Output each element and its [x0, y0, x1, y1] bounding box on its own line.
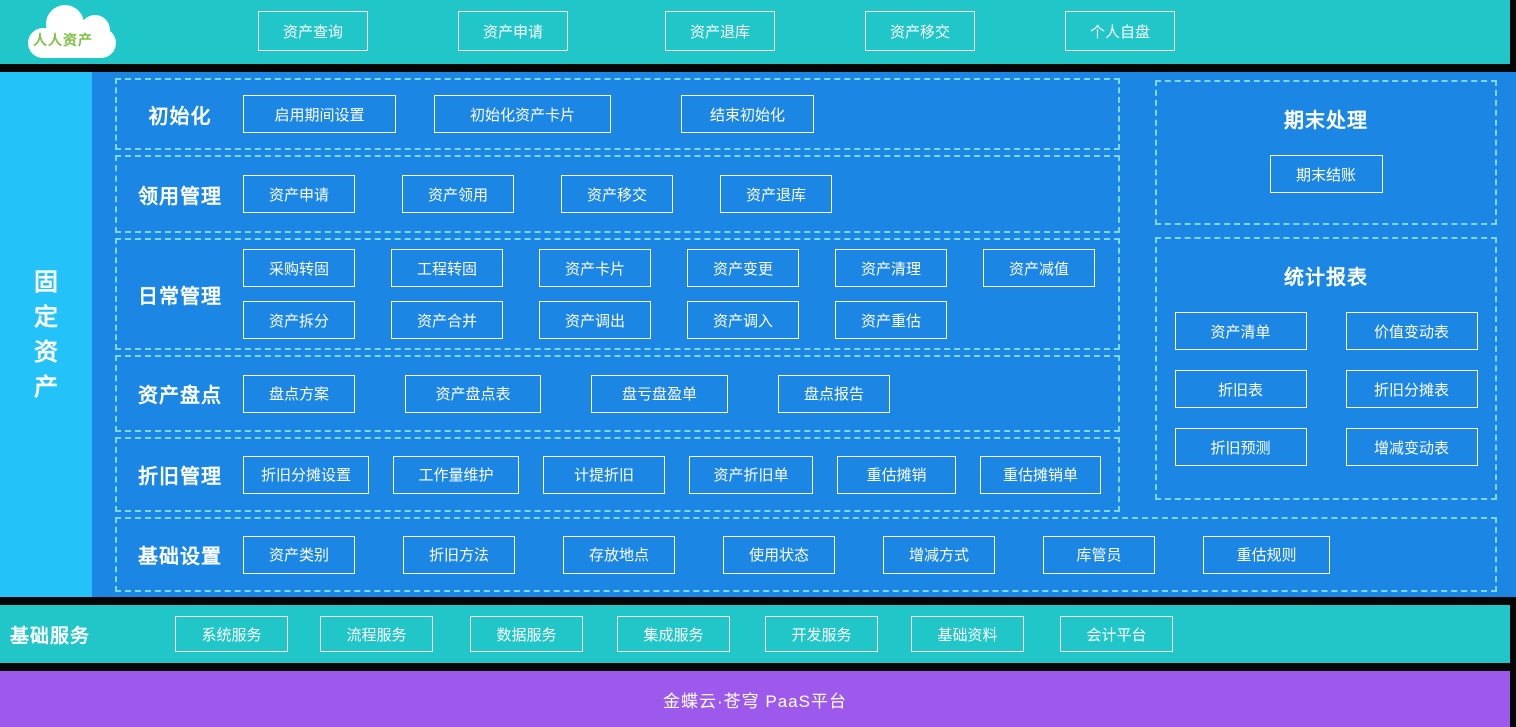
section-label: 资产盘点: [138, 385, 222, 407]
button-integration-service[interactable]: 集成服务: [617, 616, 730, 652]
section-requisition-management: 领用管理 资产申请 资产领用 资产移交 资产退库: [115, 155, 1120, 233]
button-basic-data[interactable]: 基础资料: [911, 616, 1024, 652]
button-asset-transfer[interactable]: 资产移交: [561, 175, 673, 213]
button-asset-transfer-in[interactable]: 资产调入: [687, 301, 799, 339]
button-depreciation-report[interactable]: 折旧表: [1174, 370, 1307, 408]
basic-services-bar: 基础服务 系统服务 流程服务 数据服务 集成服务 开发服务 基础资料 会计平台: [0, 605, 1510, 663]
section-basic-settings: 基础设置 资产类别 折旧方法 存放地点 使用状态 增减方式 库管员 重估规则: [115, 517, 1497, 592]
button-revaluation-amortize[interactable]: 重估摊销: [837, 455, 956, 494]
button-storage-location[interactable]: 存放地点: [563, 535, 675, 574]
button-depr-method[interactable]: 折旧方法: [403, 535, 515, 574]
button-period-end-closing[interactable]: 期末结账: [1269, 155, 1383, 193]
button-asset-merge[interactable]: 资产合并: [391, 301, 503, 339]
button-asset-receive[interactable]: 资产领用: [402, 175, 514, 213]
button-workload-maintenance[interactable]: 工作量维护: [393, 455, 519, 494]
top-button-asset-transfer[interactable]: 资产移交: [865, 11, 975, 51]
button-development-service[interactable]: 开发服务: [765, 616, 878, 652]
top-button-asset-apply[interactable]: 资产申请: [458, 11, 568, 51]
button-asset-transfer-out[interactable]: 资产调出: [539, 301, 651, 339]
button-asset-card[interactable]: 资产卡片: [539, 249, 651, 287]
button-inc-dec-method[interactable]: 增减方式: [883, 535, 995, 574]
button-asset-split[interactable]: 资产拆分: [243, 301, 355, 339]
button-enable-period-setup[interactable]: 启用期间设置: [243, 95, 396, 133]
panel-statistical-reports: 统计报表 资产清单 价值变动表 折旧表 折旧分摊表 折旧预测 增减变动表: [1155, 237, 1497, 500]
button-asset-cleanup[interactable]: 资产清理: [835, 249, 947, 287]
button-asset-apply[interactable]: 资产申请: [243, 175, 355, 213]
button-data-service[interactable]: 数据服务: [470, 616, 583, 652]
top-button-asset-return[interactable]: 资产退库: [665, 11, 775, 51]
button-system-service[interactable]: 系统服务: [175, 616, 288, 652]
platform-title: 金蝶云·苍穹 PaaS平台: [663, 691, 847, 711]
button-asset-depreciation-bill[interactable]: 资产折旧单: [689, 455, 813, 494]
button-depr-forecast[interactable]: 折旧预测: [1174, 428, 1307, 466]
button-accrue-depreciation[interactable]: 计提折旧: [543, 455, 665, 494]
button-surplus-deficit-bill[interactable]: 盘亏盘盈单: [591, 374, 728, 413]
app-logo: 人人资产: [28, 5, 116, 58]
button-warehouse-keeper[interactable]: 库管员: [1043, 535, 1155, 574]
section-label: 领用管理: [138, 185, 222, 208]
button-usage-status[interactable]: 使用状态: [723, 535, 835, 574]
module-title: 固定资产: [34, 268, 58, 401]
button-asset-return[interactable]: 资产退库: [720, 175, 832, 213]
button-inc-dec-change-report[interactable]: 增减变动表: [1345, 428, 1478, 466]
section-initialization: 初始化 启用期间设置 初始化资产卡片 结束初始化: [115, 78, 1120, 150]
cloud-icon: [28, 28, 116, 58]
section-label: 基础设置: [138, 546, 222, 568]
button-value-change-report[interactable]: 价值变动表: [1345, 312, 1478, 350]
section-label: 折旧管理: [138, 466, 222, 488]
button-purchase-to-fixed[interactable]: 采购转固: [243, 249, 355, 287]
paas-platform-bar: 金蝶云·苍穹 PaaS平台: [0, 671, 1510, 727]
button-asset-impairment[interactable]: 资产减值: [983, 249, 1095, 287]
panel-period-end-processing: 期末处理 期末结账: [1155, 80, 1497, 225]
main-module-area: 固定资产 初始化 启用期间设置 初始化资产卡片 结束初始化 领用管理 资产申请 …: [0, 72, 1516, 597]
top-button-asset-query[interactable]: 资产查询: [258, 11, 368, 51]
section-label: 日常管理: [138, 285, 222, 308]
button-accounting-platform[interactable]: 会计平台: [1060, 616, 1173, 652]
button-project-to-fixed[interactable]: 工程转固: [391, 249, 503, 287]
panel-title: 期末处理: [1284, 110, 1368, 132]
button-depr-allocation-setup[interactable]: 折旧分摊设置: [243, 455, 369, 494]
top-button-self-check[interactable]: 个人自盘: [1065, 11, 1175, 51]
button-inventory-table[interactable]: 资产盘点表: [405, 374, 541, 413]
section-daily-management: 日常管理 采购转固 工程转固 资产卡片 资产变更 资产清理 资产减值 资产拆分 …: [115, 238, 1120, 350]
section-label: 初始化: [148, 105, 212, 128]
section-asset-inventory: 资产盘点 盘点方案 资产盘点表 盘亏盘盈单 盘点报告: [115, 355, 1120, 432]
button-finish-initialization[interactable]: 结束初始化: [681, 95, 814, 133]
button-asset-revaluation[interactable]: 资产重估: [835, 301, 947, 339]
button-asset-category[interactable]: 资产类别: [243, 535, 355, 574]
services-label: 基础服务: [10, 625, 91, 647]
section-depreciation-management: 折旧管理 折旧分摊设置 工作量维护 计提折旧 资产折旧单 重估摊销 重估摊销单: [115, 437, 1120, 512]
button-asset-list[interactable]: 资产清单: [1174, 312, 1307, 350]
logo-label: 人人资产: [33, 32, 93, 48]
panel-title: 统计报表: [1284, 267, 1368, 289]
module-rail-fixed-assets: 固定资产: [0, 72, 92, 597]
button-revaluation-amortize-bill[interactable]: 重估摊销单: [980, 455, 1101, 494]
button-inventory-plan[interactable]: 盘点方案: [243, 374, 355, 413]
button-revaluation-rules[interactable]: 重估规则: [1203, 535, 1330, 574]
button-inventory-report[interactable]: 盘点报告: [778, 374, 890, 413]
button-process-service[interactable]: 流程服务: [320, 616, 433, 652]
button-depr-allocation-report[interactable]: 折旧分摊表: [1345, 370, 1478, 408]
top-nav-bar: 人人资产 资产查询 资产申请 资产退库 资产移交 个人自盘: [0, 0, 1510, 64]
button-asset-change[interactable]: 资产变更: [687, 249, 799, 287]
button-init-asset-card[interactable]: 初始化资产卡片: [434, 95, 611, 133]
